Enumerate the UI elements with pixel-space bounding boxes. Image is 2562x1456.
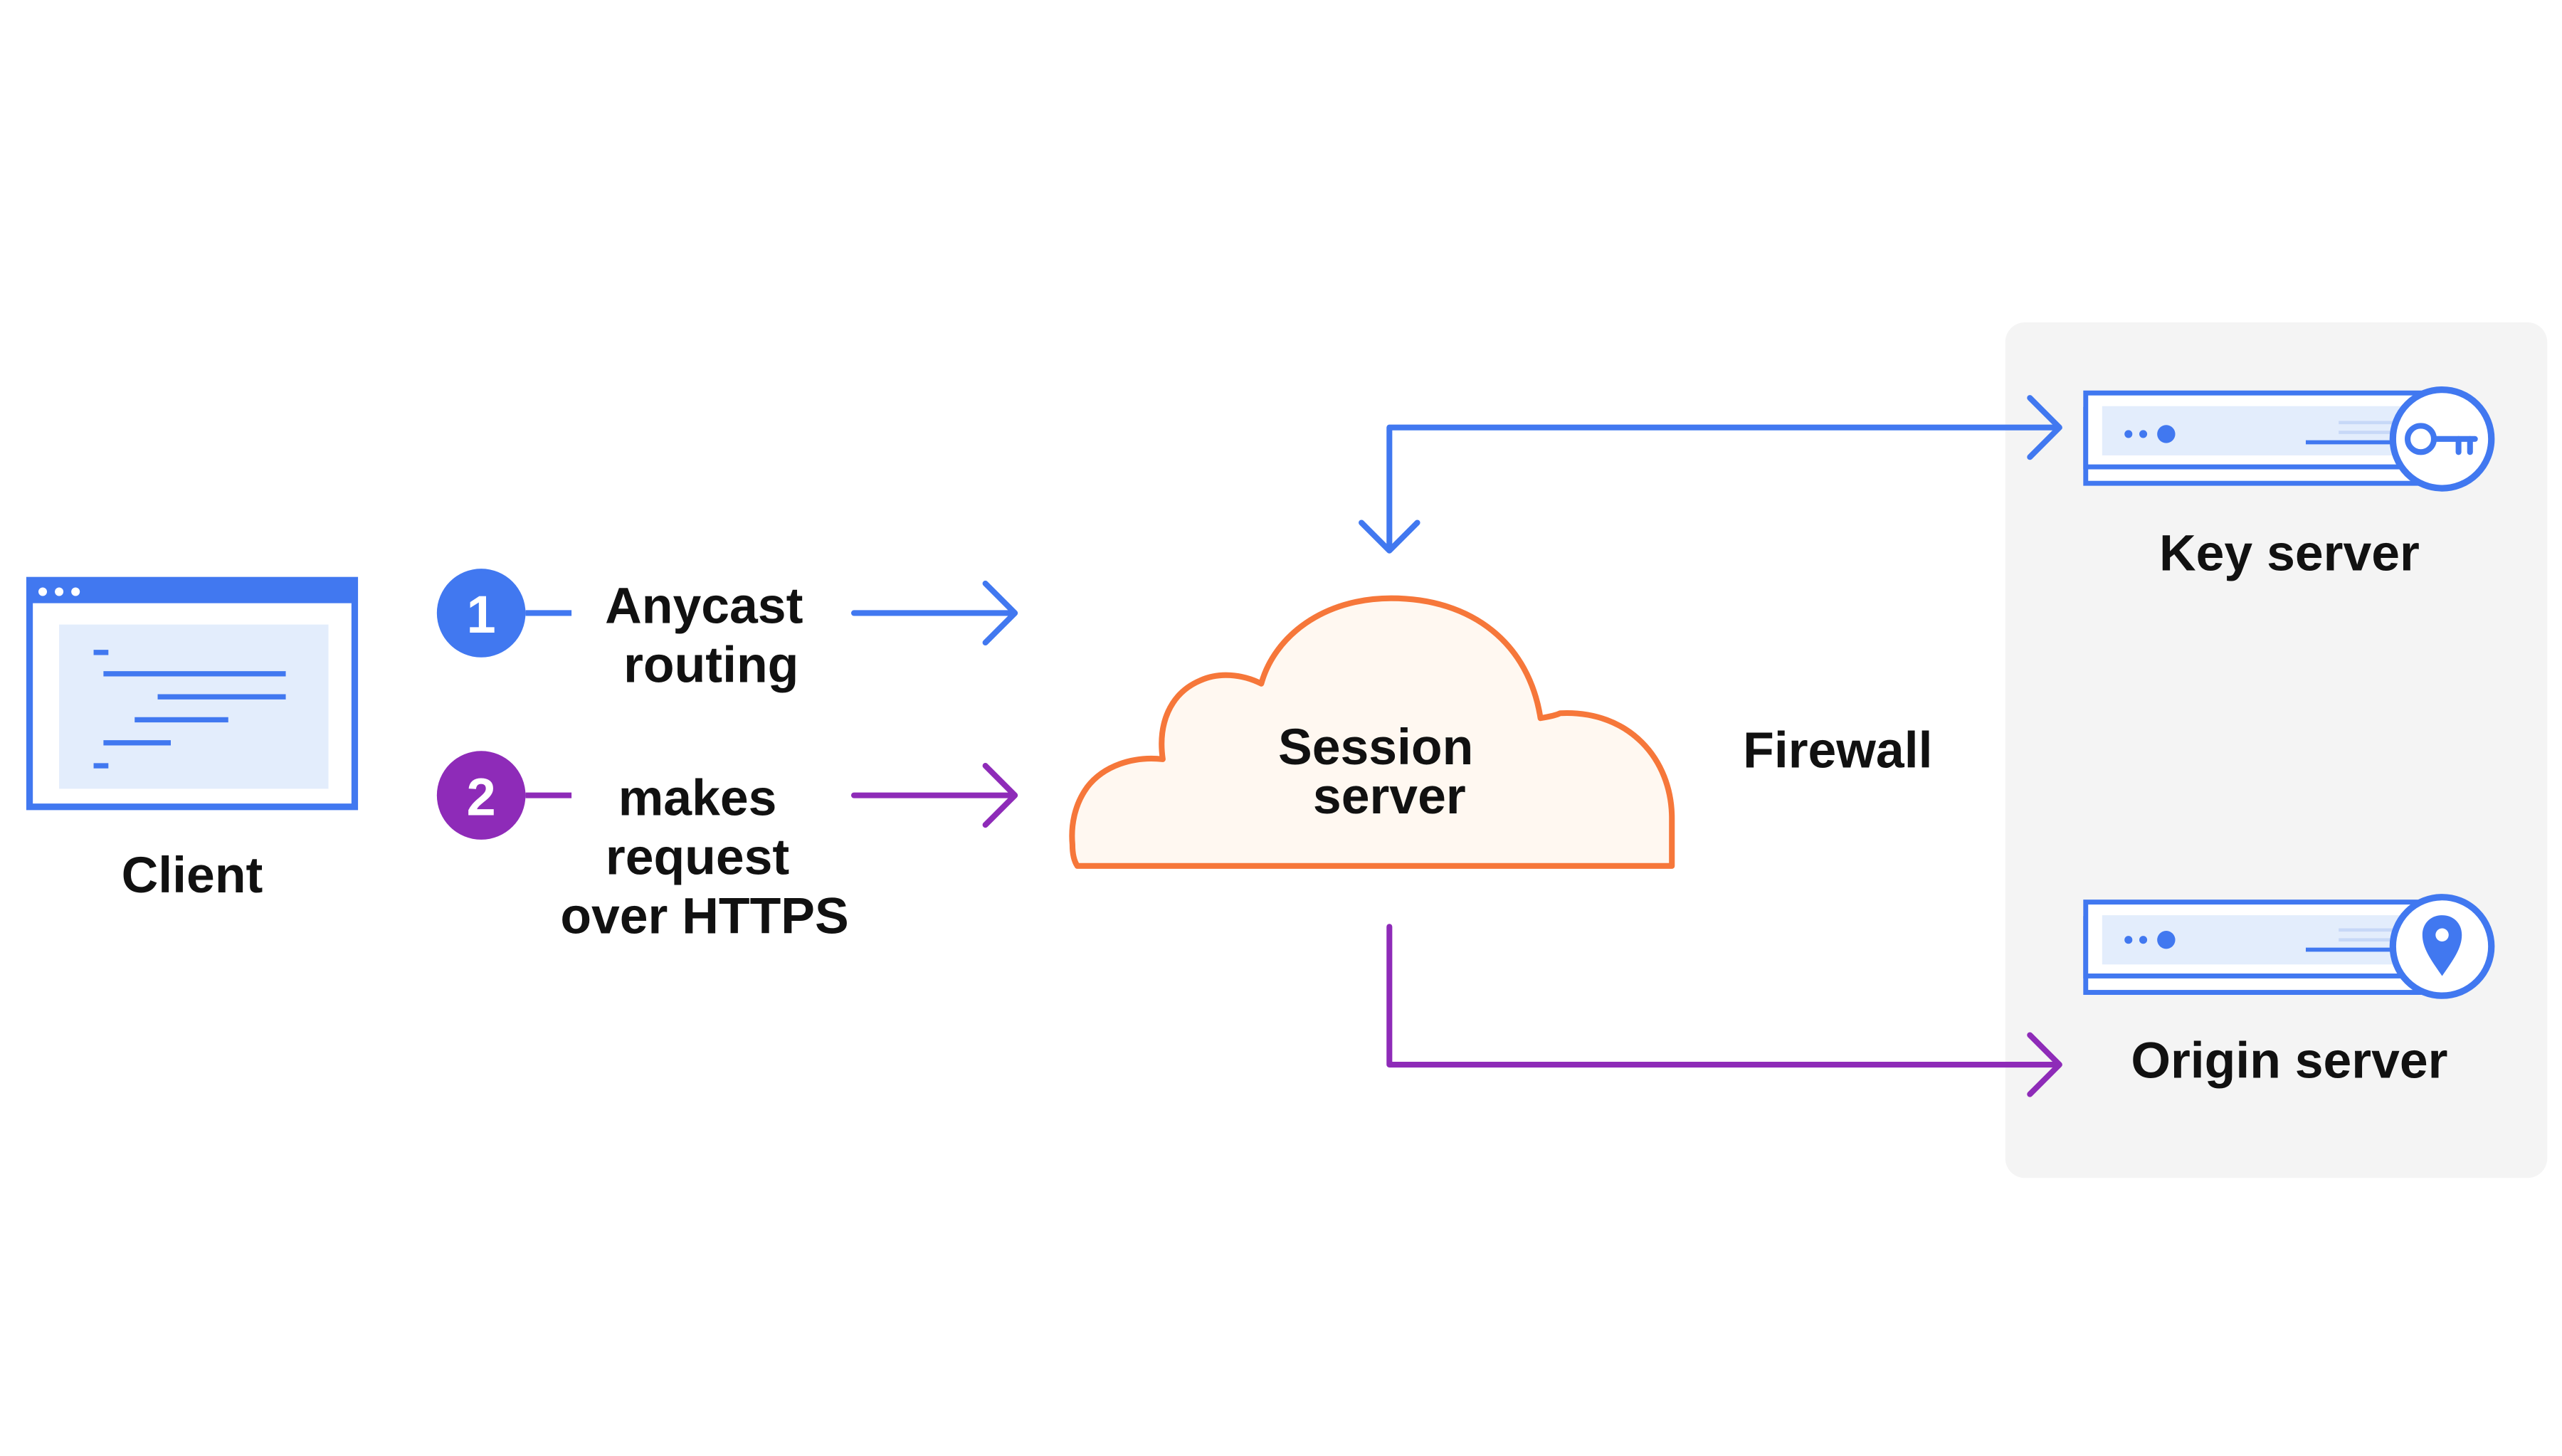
step-1-label: Anycast routing xyxy=(605,577,817,693)
origin-server-icon xyxy=(2083,894,2495,999)
client-browser-icon xyxy=(26,576,359,811)
step-1-label-line-2: routing xyxy=(623,636,798,693)
step-2-label-line-1: makes xyxy=(618,769,777,826)
key-server-arrow xyxy=(1359,395,2062,554)
key-server-icon xyxy=(2083,386,2495,492)
step-1-label-line-1: Anycast xyxy=(605,577,803,634)
firewall-label: Firewall xyxy=(1743,722,1932,779)
key-icon xyxy=(2405,423,2478,455)
step-2-label-line-2: request xyxy=(606,828,789,885)
step-1-badge: 1 xyxy=(436,569,526,658)
session-server-label-line-2: server xyxy=(1313,768,1466,825)
step-2-label: makes request over HTTPS xyxy=(560,769,848,944)
step-2-badge: 2 xyxy=(436,751,526,840)
step-2-label-line-3: over HTTPS xyxy=(560,887,848,944)
location-pin-icon xyxy=(2422,915,2462,976)
client-label: Client xyxy=(122,847,263,904)
step-2-number: 2 xyxy=(467,767,496,826)
step-1-number: 1 xyxy=(467,585,496,644)
step-1-arrow xyxy=(850,580,1018,646)
session-server-label: Session server xyxy=(1278,719,1487,825)
step-2-arrow xyxy=(850,763,1018,828)
key-server-label: Key server xyxy=(2159,524,2420,581)
cloud-icon xyxy=(1069,595,1675,869)
session-server-label-line-1: Session xyxy=(1278,719,1473,776)
origin-server-label: Origin server xyxy=(2131,1033,2447,1090)
origin-server-arrow xyxy=(1386,924,2062,1097)
